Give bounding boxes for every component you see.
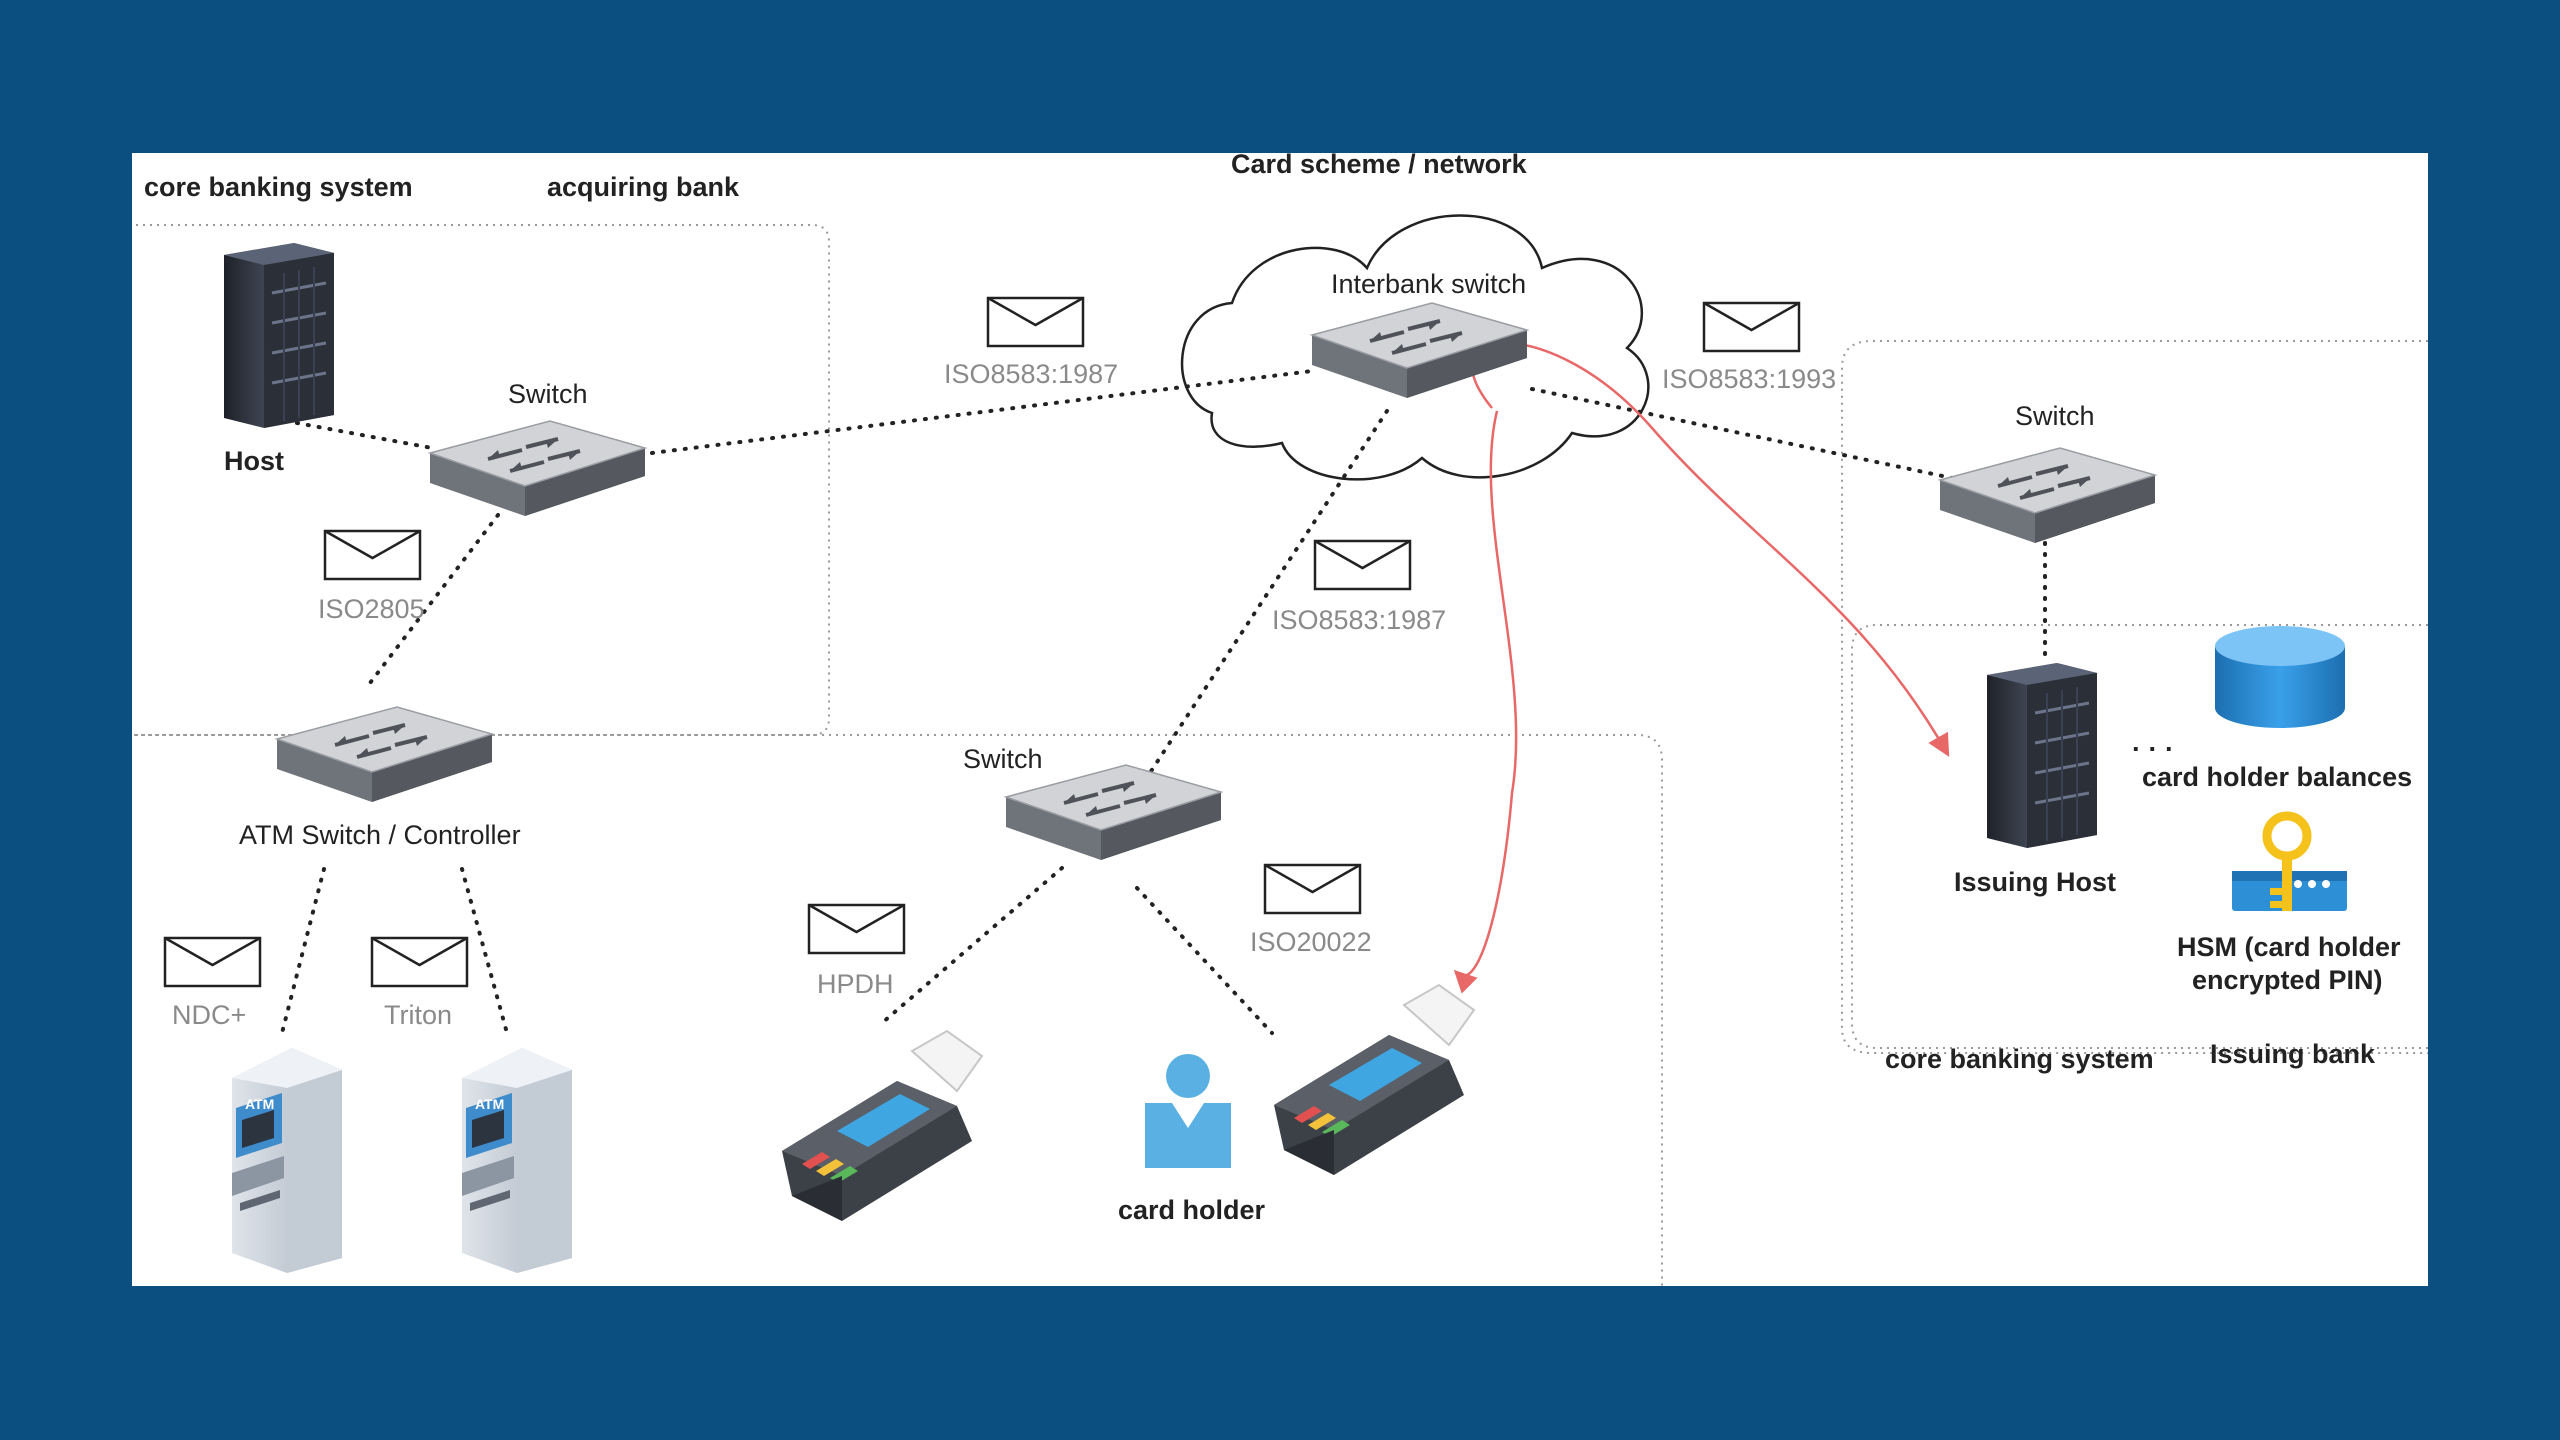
issuing-switch-icon: [1938, 446, 2157, 545]
issuing-bank-label: Issuing bank: [2210, 1039, 2376, 1069]
pos-switch-icon: [1004, 763, 1223, 862]
card-scheme-label: Card scheme / network: [1231, 153, 1528, 179]
message-label-iso2805: ISO2805: [318, 594, 425, 624]
envelope-icon: [1313, 539, 1412, 591]
host-server-icon: [222, 241, 336, 430]
link-host-switch: [295, 421, 434, 450]
link-controller-atm1: [280, 867, 326, 1035]
hsm-label-line2: encrypted PIN): [2192, 965, 2383, 995]
host-label: Host: [224, 446, 284, 476]
hsm-label-line1: HSM (card holder: [2177, 932, 2401, 962]
region-acquiring-channels: [132, 734, 1663, 1286]
issuing-core-banking-label: core banking system: [1885, 1044, 2154, 1074]
svg-text:ATM: ATM: [475, 1096, 504, 1112]
link-switch-atmcontroller: [368, 513, 500, 685]
key-icon: [2232, 811, 2347, 911]
region-issuing-network: [1841, 340, 2428, 1054]
envelope-icon: [163, 936, 262, 988]
message-label-iso8583-1987-top: ISO8583:1987: [944, 359, 1118, 389]
region-issuing-core: [1851, 624, 2428, 1049]
message-label-iso20022: ISO20022: [1250, 927, 1372, 957]
card-holder-label: card holder: [1118, 1195, 1266, 1225]
pos-terminal-2: [1273, 984, 1475, 1176]
link-posswitch-pos1: [880, 866, 1064, 1025]
pos-switch-label: Switch: [963, 744, 1043, 774]
envelope-icon: [1263, 863, 1362, 915]
pos-terminal-1: [781, 1030, 983, 1222]
link-interbank-posswitch: [1140, 409, 1389, 787]
interbank-switch-label: Interbank switch: [1331, 269, 1526, 299]
atm-machine-2: ATM: [462, 1048, 572, 1273]
message-label-iso8583-1987-mid: ISO8583:1987: [1272, 605, 1446, 635]
acquiring-core-banking-label: core banking system: [144, 172, 413, 202]
envelope-icon: [323, 529, 422, 581]
message-label-hpdh: HPDH: [817, 969, 894, 999]
message-label-ndc: NDC+: [172, 1000, 246, 1030]
envelope-icon: [986, 296, 1085, 348]
link-controller-atm2: [460, 867, 509, 1035]
balances-label: card holder balances: [2142, 762, 2412, 792]
person-icon: [1145, 1054, 1231, 1168]
atm-controller-switch-icon: [275, 705, 494, 804]
link-posswitch-pos2: [1135, 886, 1274, 1035]
acquiring-switch-icon: [428, 419, 647, 518]
link-switch-interbank: [650, 369, 1314, 455]
flow-arrow-to-pos: [1453, 410, 1518, 994]
envelope-icon: [1702, 301, 1801, 353]
envelope-icon: [807, 903, 906, 955]
acquiring-bank-label: acquiring bank: [547, 172, 740, 202]
issuing-host-server-icon: [1985, 661, 2099, 850]
svg-text:ATM: ATM: [245, 1096, 274, 1112]
issuing-host-label: Issuing Host: [1954, 867, 2116, 897]
acquiring-switch-label: Switch: [508, 379, 588, 409]
diagram-canvas: ATM ATM core banking system acquiring ba…: [132, 153, 2428, 1286]
issuing-ellipsis: · · ·: [2132, 734, 2174, 764]
database-icon: [2215, 626, 2345, 728]
atm-controller-label: ATM Switch / Controller: [239, 820, 521, 850]
atm-machine-1: ATM: [232, 1048, 342, 1273]
issuing-switch-label: Switch: [2015, 401, 2095, 431]
envelope-icon: [370, 936, 469, 988]
message-label-triton: Triton: [384, 1000, 452, 1030]
message-label-iso8583-1993: ISO8583:1993: [1662, 364, 1836, 394]
